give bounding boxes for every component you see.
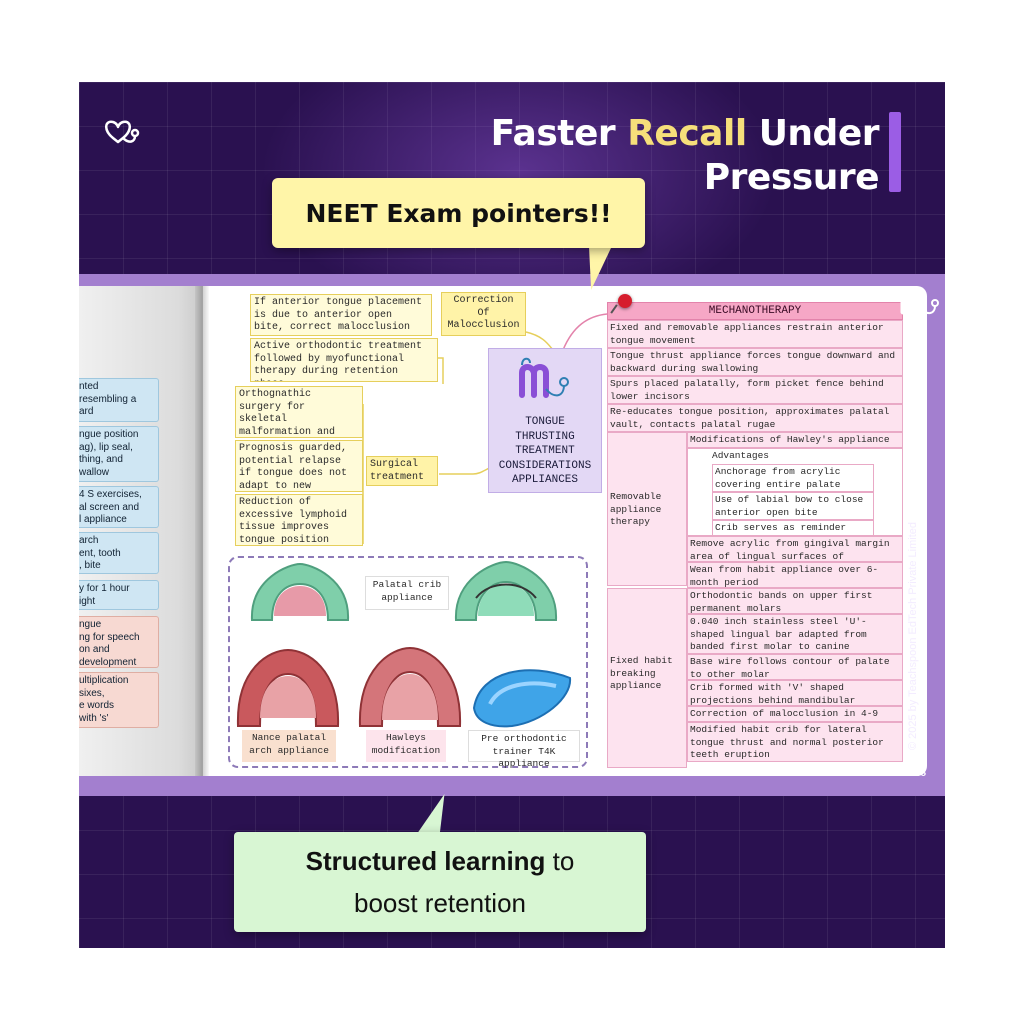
headline-part2: Under: [746, 113, 880, 154]
correction-note: Active orthodontic treatment followed by…: [250, 338, 438, 382]
nance-appliance-model: [236, 648, 340, 727]
hawleys-model: [358, 646, 462, 727]
palatal-crib-cast-left: [250, 562, 350, 621]
m-stethoscope-icon: [519, 357, 569, 398]
palatal-crib-label: Palatal crib appliance: [365, 576, 449, 610]
mechanotherapy-title: MECHANOTHERAPY: [607, 302, 903, 320]
removable-row: Wean from habit appliance over 6-month p…: [687, 562, 903, 588]
fixed-row: Correction of malocclusion in 4-9 months: [687, 706, 903, 722]
headline: Faster Recall Under Pressure: [490, 112, 880, 200]
headline-part1: Faster: [490, 113, 628, 154]
nance-label: Nance palatal arch appliance: [242, 730, 336, 762]
copyright-notice: © 2025 by Teachspoon EdTech Private Limi…: [907, 521, 919, 751]
removable-appliance-label: Removable appliance therapy: [607, 432, 687, 586]
palatal-crib-cast-right: [454, 560, 558, 621]
callout-bottom-line2: boost retention: [353, 888, 526, 918]
page-number: 58: [915, 768, 927, 779]
advantage-item: Crib serves as reminder: [712, 520, 874, 535]
heart-stethoscope-icon: [105, 120, 140, 144]
left-note: nted resembling a ard: [79, 378, 159, 422]
fixed-row: Modified habit crib for lateral tongue t…: [687, 722, 903, 762]
mechanotherapy-row: Fixed and removable appliances restrain …: [607, 320, 903, 348]
left-note: 4 S exercises, al screen and l appliance: [79, 486, 159, 528]
correction-label: Correction Of Malocclusion: [441, 292, 526, 336]
left-note: ultiplication sixes, e words with 's': [79, 672, 159, 728]
mechanotherapy-row: Spurs placed palatally, form picket fenc…: [607, 376, 903, 404]
advantages-group: Advantages Anchorage from acrylic coveri…: [687, 448, 903, 536]
surgical-label: Surgical treatment: [366, 456, 438, 486]
fixed-row: Crib formed with 'V' shaped projections …: [687, 680, 903, 706]
poster: Faster Recall Under Pressure nted resemb…: [79, 82, 945, 948]
headline-accent-bar: [889, 112, 901, 192]
center-topic-card: TONGUE THRUSTING TREATMENT CONSIDERATION…: [488, 348, 602, 493]
fixed-row: 0.040 inch stainless steel 'U'-shaped li…: [687, 614, 903, 654]
left-note: arch ent, tooth , bite: [79, 532, 159, 574]
callout-bottom-bold: Structured learning: [305, 846, 546, 876]
correction-note: If anterior tongue placement is due to a…: [250, 294, 432, 336]
advantages-title: Advantages: [712, 450, 770, 461]
fixed-appliance-label: Fixed habit breaking appliance: [607, 588, 687, 768]
book-spine: [195, 286, 209, 776]
left-note: ngue position ag), lip seal, thing, and …: [79, 426, 159, 482]
callout-bottom-tail: [415, 794, 457, 836]
advantage-item: Anchorage from acrylic covering entire p…: [712, 464, 874, 492]
headline-line2: Pressure: [703, 157, 880, 198]
hawleys-label: Hawleys modification: [366, 730, 446, 762]
t4k-trainer-model: [472, 669, 572, 728]
appliance-gallery: Palatal crib appliance Nance palatal arc…: [228, 556, 588, 769]
surgical-note: Reduction of excessive lymphoid tissue i…: [235, 494, 363, 546]
left-note: ngue ng for speech on and development: [79, 616, 159, 668]
mechanotherapy-row: Tongue thrust appliance forces tongue do…: [607, 348, 903, 376]
mechanotherapy-table: MECHANOTHERAPY Fixed and removable appli…: [607, 302, 903, 772]
structured-learning-callout: Structured learning to boost retention: [234, 832, 646, 932]
surgical-note: Prognosis guarded, potential relapse if …: [235, 440, 363, 492]
appliance-illustrations: [236, 560, 572, 728]
surgical-note: Orthognathic surgery for skeletal malfor…: [235, 386, 363, 438]
headline-highlight: Recall: [627, 113, 747, 154]
removable-row: Remove acrylic from gingival margin area…: [687, 536, 903, 562]
mechanotherapy-row: Re-educates tongue position, approximate…: [607, 404, 903, 432]
push-pin-icon: [618, 294, 632, 308]
center-topic-title: TONGUE THRUSTING TREATMENT CONSIDERATION…: [498, 416, 592, 486]
fixed-row: Base wire follows contour of palate to o…: [687, 654, 903, 680]
m-logo-icon: [900, 291, 939, 315]
advantage-item: Use of labial bow to close anterior open…: [712, 492, 874, 520]
t4k-label: Pre orthodontic trainer T4K appliance: [468, 730, 580, 769]
neet-pointers-callout: NEET Exam pointers!!: [272, 178, 645, 248]
left-note: y for 1 hour ight: [79, 580, 159, 610]
book-spread: nted resembling a ard ngue position ag),…: [79, 274, 945, 796]
left-page: nted resembling a ard ngue position ag),…: [79, 286, 203, 776]
callout-bottom-rest: to: [545, 846, 575, 876]
modifications-title: Modifications of Hawley's appliance: [687, 432, 903, 448]
right-page: If anterior tongue placement is due to a…: [203, 286, 927, 776]
fixed-row: Orthodontic bands on upper first permane…: [687, 588, 903, 614]
